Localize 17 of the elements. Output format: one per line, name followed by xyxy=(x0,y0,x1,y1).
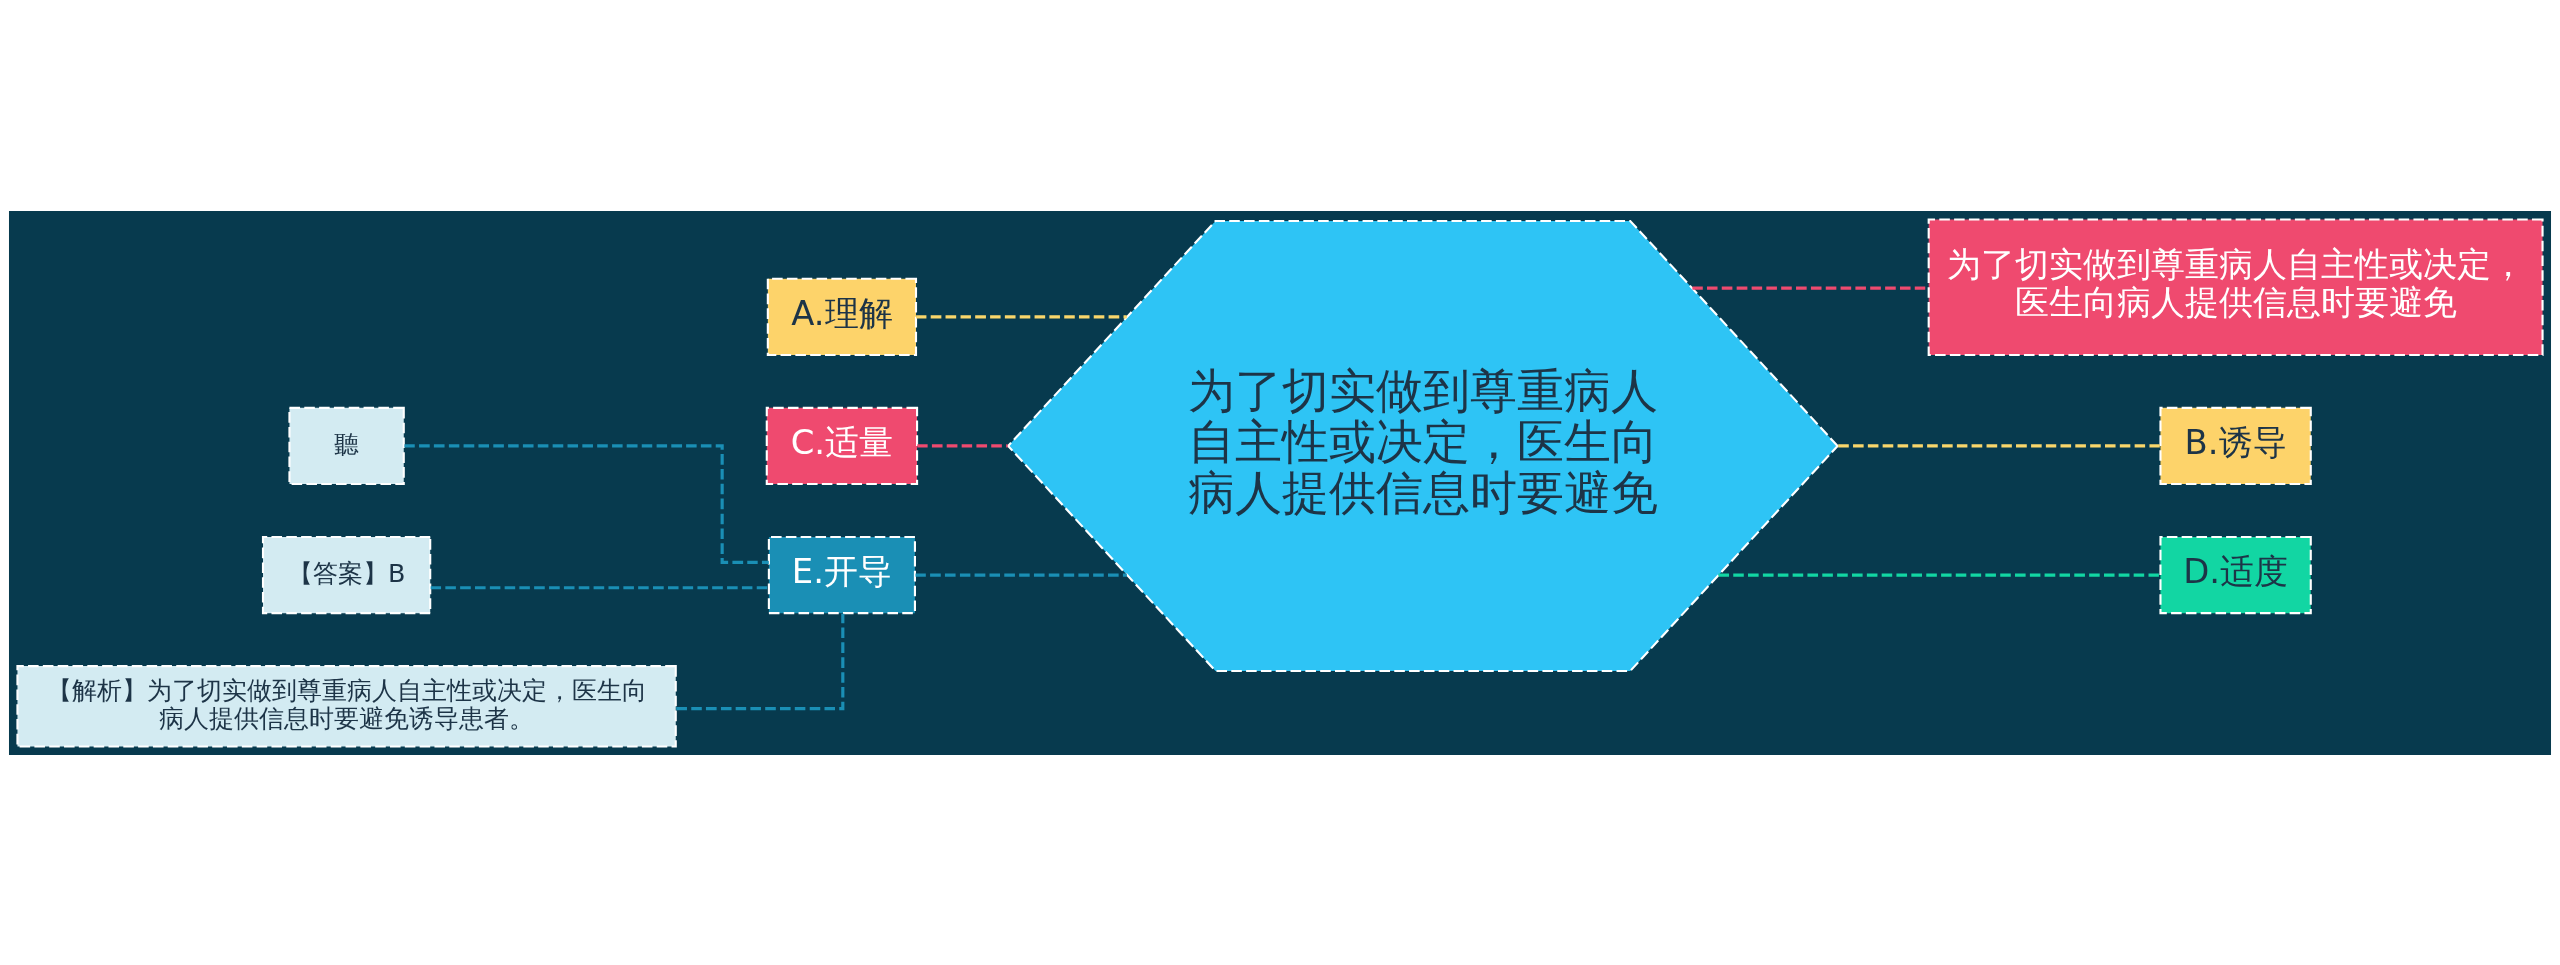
connector xyxy=(1838,443,2160,448)
node-box: 聽 xyxy=(288,406,405,485)
node-box: B.诱导 xyxy=(2159,406,2312,485)
connector xyxy=(404,443,769,564)
node-box: E.开导 xyxy=(767,535,916,614)
node-box: 【解析】为了切实做到尊重病人自主性或决定，医生向病人提供信息时要避免诱导患者。 xyxy=(16,664,677,748)
node-box: C.适量 xyxy=(765,406,919,485)
connector xyxy=(676,613,845,710)
node-box: D.适度 xyxy=(2159,535,2312,614)
node-box: 为了切实做到尊重病人自主性或决定，医生向病人提供信息时要避免 xyxy=(1927,217,2544,356)
connector xyxy=(917,443,1008,448)
connector xyxy=(1718,573,2160,577)
connector xyxy=(916,314,1127,318)
node-box: A.理解 xyxy=(766,277,918,356)
connector xyxy=(915,573,1127,577)
connector xyxy=(430,585,769,589)
node-box: 【答案】B xyxy=(261,535,432,614)
